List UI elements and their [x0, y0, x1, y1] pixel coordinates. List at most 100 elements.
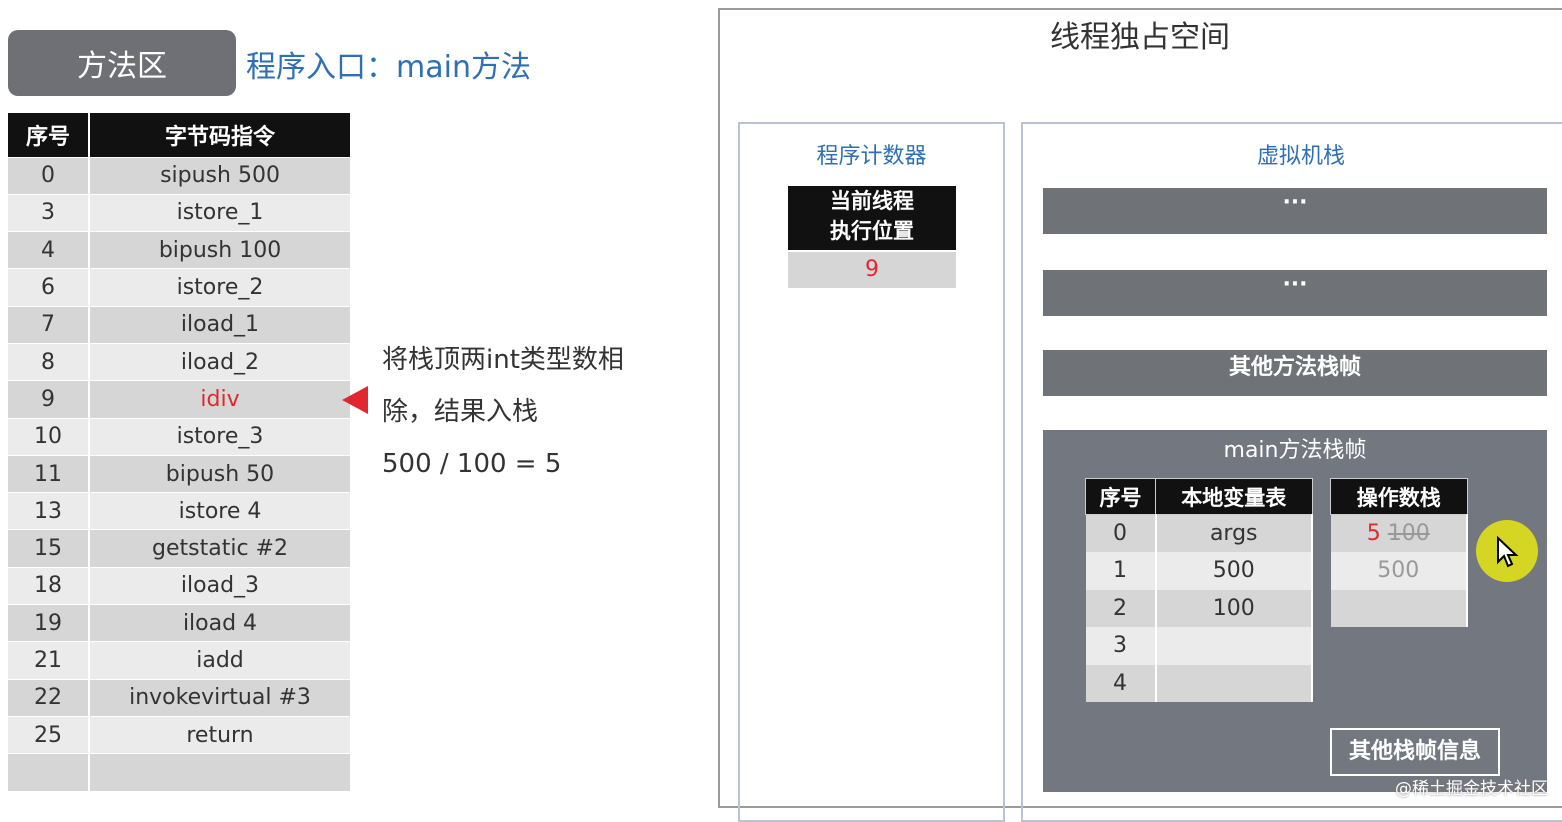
- instruction-cell: istore_2: [89, 268, 352, 307]
- index-cell: 0: [8, 156, 90, 195]
- instruction-cell: istore_1: [89, 193, 352, 232]
- instruction-cell: iload_3: [89, 566, 352, 605]
- operand-new-value: 5: [1366, 521, 1381, 546]
- instruction-cell: iadd: [89, 641, 352, 680]
- local-value-cell: [1155, 627, 1313, 665]
- cursor-arrow-icon: [1497, 536, 1519, 568]
- instruction-cell: getstatic #2: [89, 529, 352, 568]
- instruction-cell: idiv: [89, 380, 352, 419]
- instruction-cell: iload 4: [89, 604, 352, 642]
- col-locals: 本地变量表: [1155, 478, 1313, 515]
- local-index-cell: 4: [1085, 664, 1157, 702]
- instruction-cell: iload_1: [89, 305, 352, 344]
- operand-top: 5 100: [1330, 514, 1468, 552]
- vm-stack-title: 虚拟机栈: [1256, 144, 1345, 169]
- instruction-cell: bipush 50: [89, 454, 352, 493]
- index-cell: 9: [8, 380, 90, 419]
- other-frame-info: 其他栈帧信息: [1330, 728, 1500, 776]
- local-var-row: 4: [1085, 664, 1313, 702]
- bytecode-row: [8, 753, 352, 792]
- current-instruction-arrow-icon: [342, 386, 368, 414]
- col-index: 序号: [8, 113, 90, 157]
- instruction-cell: sipush 500: [89, 156, 352, 195]
- instruction-cell: istore 4: [89, 492, 352, 530]
- operand-stack: 操作数栈 5 100 500: [1330, 478, 1468, 627]
- local-index-cell: 1: [1085, 552, 1157, 590]
- note-line: 除，结果入栈: [382, 397, 539, 427]
- instruction-cell: [89, 753, 352, 792]
- index-cell: 4: [8, 231, 90, 269]
- index-cell: 15: [8, 529, 90, 568]
- note-equation: 500 / 100 = 5: [382, 449, 562, 479]
- pc-label: 当前线程执行位置: [788, 186, 956, 250]
- index-cell: 18: [8, 566, 90, 605]
- index-cell: 11: [8, 454, 90, 493]
- local-index-cell: 3: [1085, 627, 1157, 665]
- local-value-cell: [1155, 664, 1313, 702]
- index-cell: 3: [8, 193, 90, 232]
- other-method-frame: 其他方法栈帧: [1043, 350, 1547, 396]
- instruction-cell: invokevirtual #3: [89, 678, 352, 717]
- index-cell: 19: [8, 604, 90, 642]
- method-area-label: 方法区: [8, 30, 236, 96]
- stack-frame-ellipsis: ···: [1043, 188, 1547, 234]
- index-cell: [8, 753, 90, 792]
- stack-frame-ellipsis: ···: [1043, 270, 1547, 316]
- index-cell: 25: [8, 715, 90, 754]
- col-instruction: 字节码指令: [89, 113, 352, 157]
- main-frame-title: main方法栈帧: [1223, 438, 1367, 463]
- thread-space-title: 线程独占空间: [1050, 20, 1230, 55]
- col-index: 序号: [1085, 478, 1156, 515]
- index-cell: 22: [8, 678, 90, 717]
- entry-title: 程序入口：main方法: [246, 50, 531, 85]
- instruction-note: 将栈顶两int类型数相 除，结果入栈 500 / 100 = 5: [382, 334, 624, 490]
- operand-second: 500: [1330, 552, 1468, 590]
- instruction-cell: iload_2: [89, 342, 352, 381]
- index-cell: 6: [8, 268, 90, 307]
- index-cell: 8: [8, 342, 90, 381]
- local-index-cell: 0: [1085, 514, 1157, 552]
- operand-third: [1330, 589, 1468, 627]
- pc-label-line: 执行位置: [830, 219, 914, 243]
- pc-value: 9: [788, 252, 956, 288]
- note-line: 将栈顶两int类型数相: [382, 345, 624, 375]
- index-cell: 7: [8, 305, 90, 344]
- index-cell: 13: [8, 492, 90, 530]
- local-index-cell: 2: [1085, 589, 1157, 627]
- instruction-cell: istore_3: [89, 417, 352, 456]
- index-cell: 10: [8, 417, 90, 456]
- operand-old-value: 100: [1387, 521, 1430, 546]
- instruction-cell: return: [89, 715, 352, 754]
- local-value-cell: args: [1155, 514, 1313, 552]
- operand-stack-header: 操作数栈: [1330, 478, 1468, 515]
- local-value-cell: 100: [1155, 589, 1313, 627]
- instruction-cell: bipush 100: [89, 231, 352, 269]
- local-value-cell: 500: [1155, 552, 1313, 590]
- pc-title: 程序计数器: [816, 144, 927, 169]
- pc-label-line: 当前线程: [830, 189, 914, 213]
- watermark: @稀土掘金技术社区: [1395, 779, 1548, 799]
- index-cell: 21: [8, 641, 90, 680]
- local-var-row: 3: [1085, 627, 1313, 665]
